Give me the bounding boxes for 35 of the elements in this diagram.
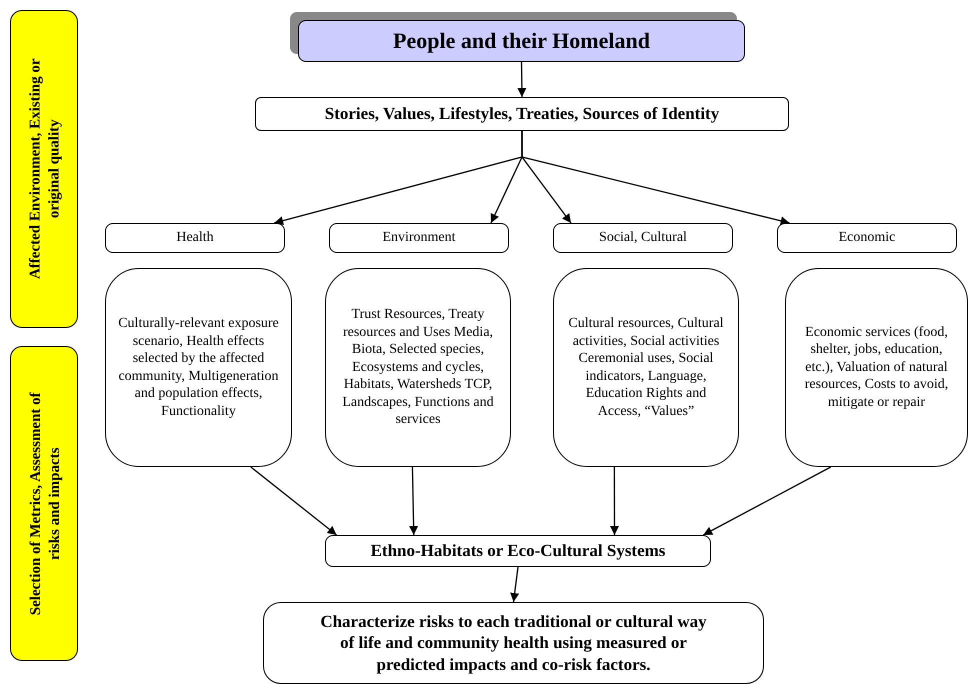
node-text: Stories, Values, Lifestyles, Treaties, Sources of Identity xyxy=(324,103,720,125)
process-box xyxy=(255,97,789,131)
details-box xyxy=(105,268,292,467)
arrow xyxy=(409,466,418,536)
node-text: Economic services (food, shelter, jobs, education, etc.), Valuation of natural resources, Costs to avoid, mitigate or repair xyxy=(804,324,950,412)
details-box xyxy=(325,268,511,467)
title-box xyxy=(298,20,745,62)
node-text: Ethno-Habitats or Eco-Cultural Systems xyxy=(370,540,666,562)
node-text: Environment xyxy=(382,229,456,247)
arrow xyxy=(610,467,619,535)
side-label-bar xyxy=(10,10,78,328)
side-label-bar xyxy=(10,346,78,661)
arrow xyxy=(702,466,832,536)
node-text: Social, Cultural xyxy=(599,229,687,247)
node-text: Selection of Metrics, Assessment of risks and impacts xyxy=(26,390,64,617)
result-box xyxy=(263,602,764,684)
arrow xyxy=(250,466,337,536)
category-box xyxy=(329,223,509,253)
arrow xyxy=(510,566,520,602)
node-text: Cultural resources, Cultural activities, Social activities Ceremonial uses, Social indicators, Language, Education Rights and Access, “Values” xyxy=(567,315,725,420)
category-box xyxy=(553,223,733,253)
node-text: People and their Homeland xyxy=(393,27,650,55)
node-text: Economic xyxy=(838,229,896,247)
process-box xyxy=(325,535,711,567)
node-text: Health xyxy=(176,229,214,247)
node-text: Trust Resources, Treaty resources and Uses Media, Biota, Selected species, Ecosystems and cycles, Habitats, Watersheds TCP, Landscapes, Functions and services xyxy=(341,306,495,429)
node-text: Affected Environment, Existing or original quality xyxy=(26,57,63,282)
category-box xyxy=(105,223,285,253)
details-box xyxy=(785,268,968,467)
category-box xyxy=(777,223,957,253)
arrow xyxy=(521,131,790,226)
arrow xyxy=(517,62,526,97)
node-text: Characterize risks to each traditional or cultural way of life and community health using measured or predicted impacts and co-risk factors. xyxy=(319,611,708,675)
node-text: Culturally-relevant exposure scenario, Health effects selected by the affected community, Multigeneration and population effects, Functionality xyxy=(117,315,280,420)
details-box xyxy=(553,268,739,467)
